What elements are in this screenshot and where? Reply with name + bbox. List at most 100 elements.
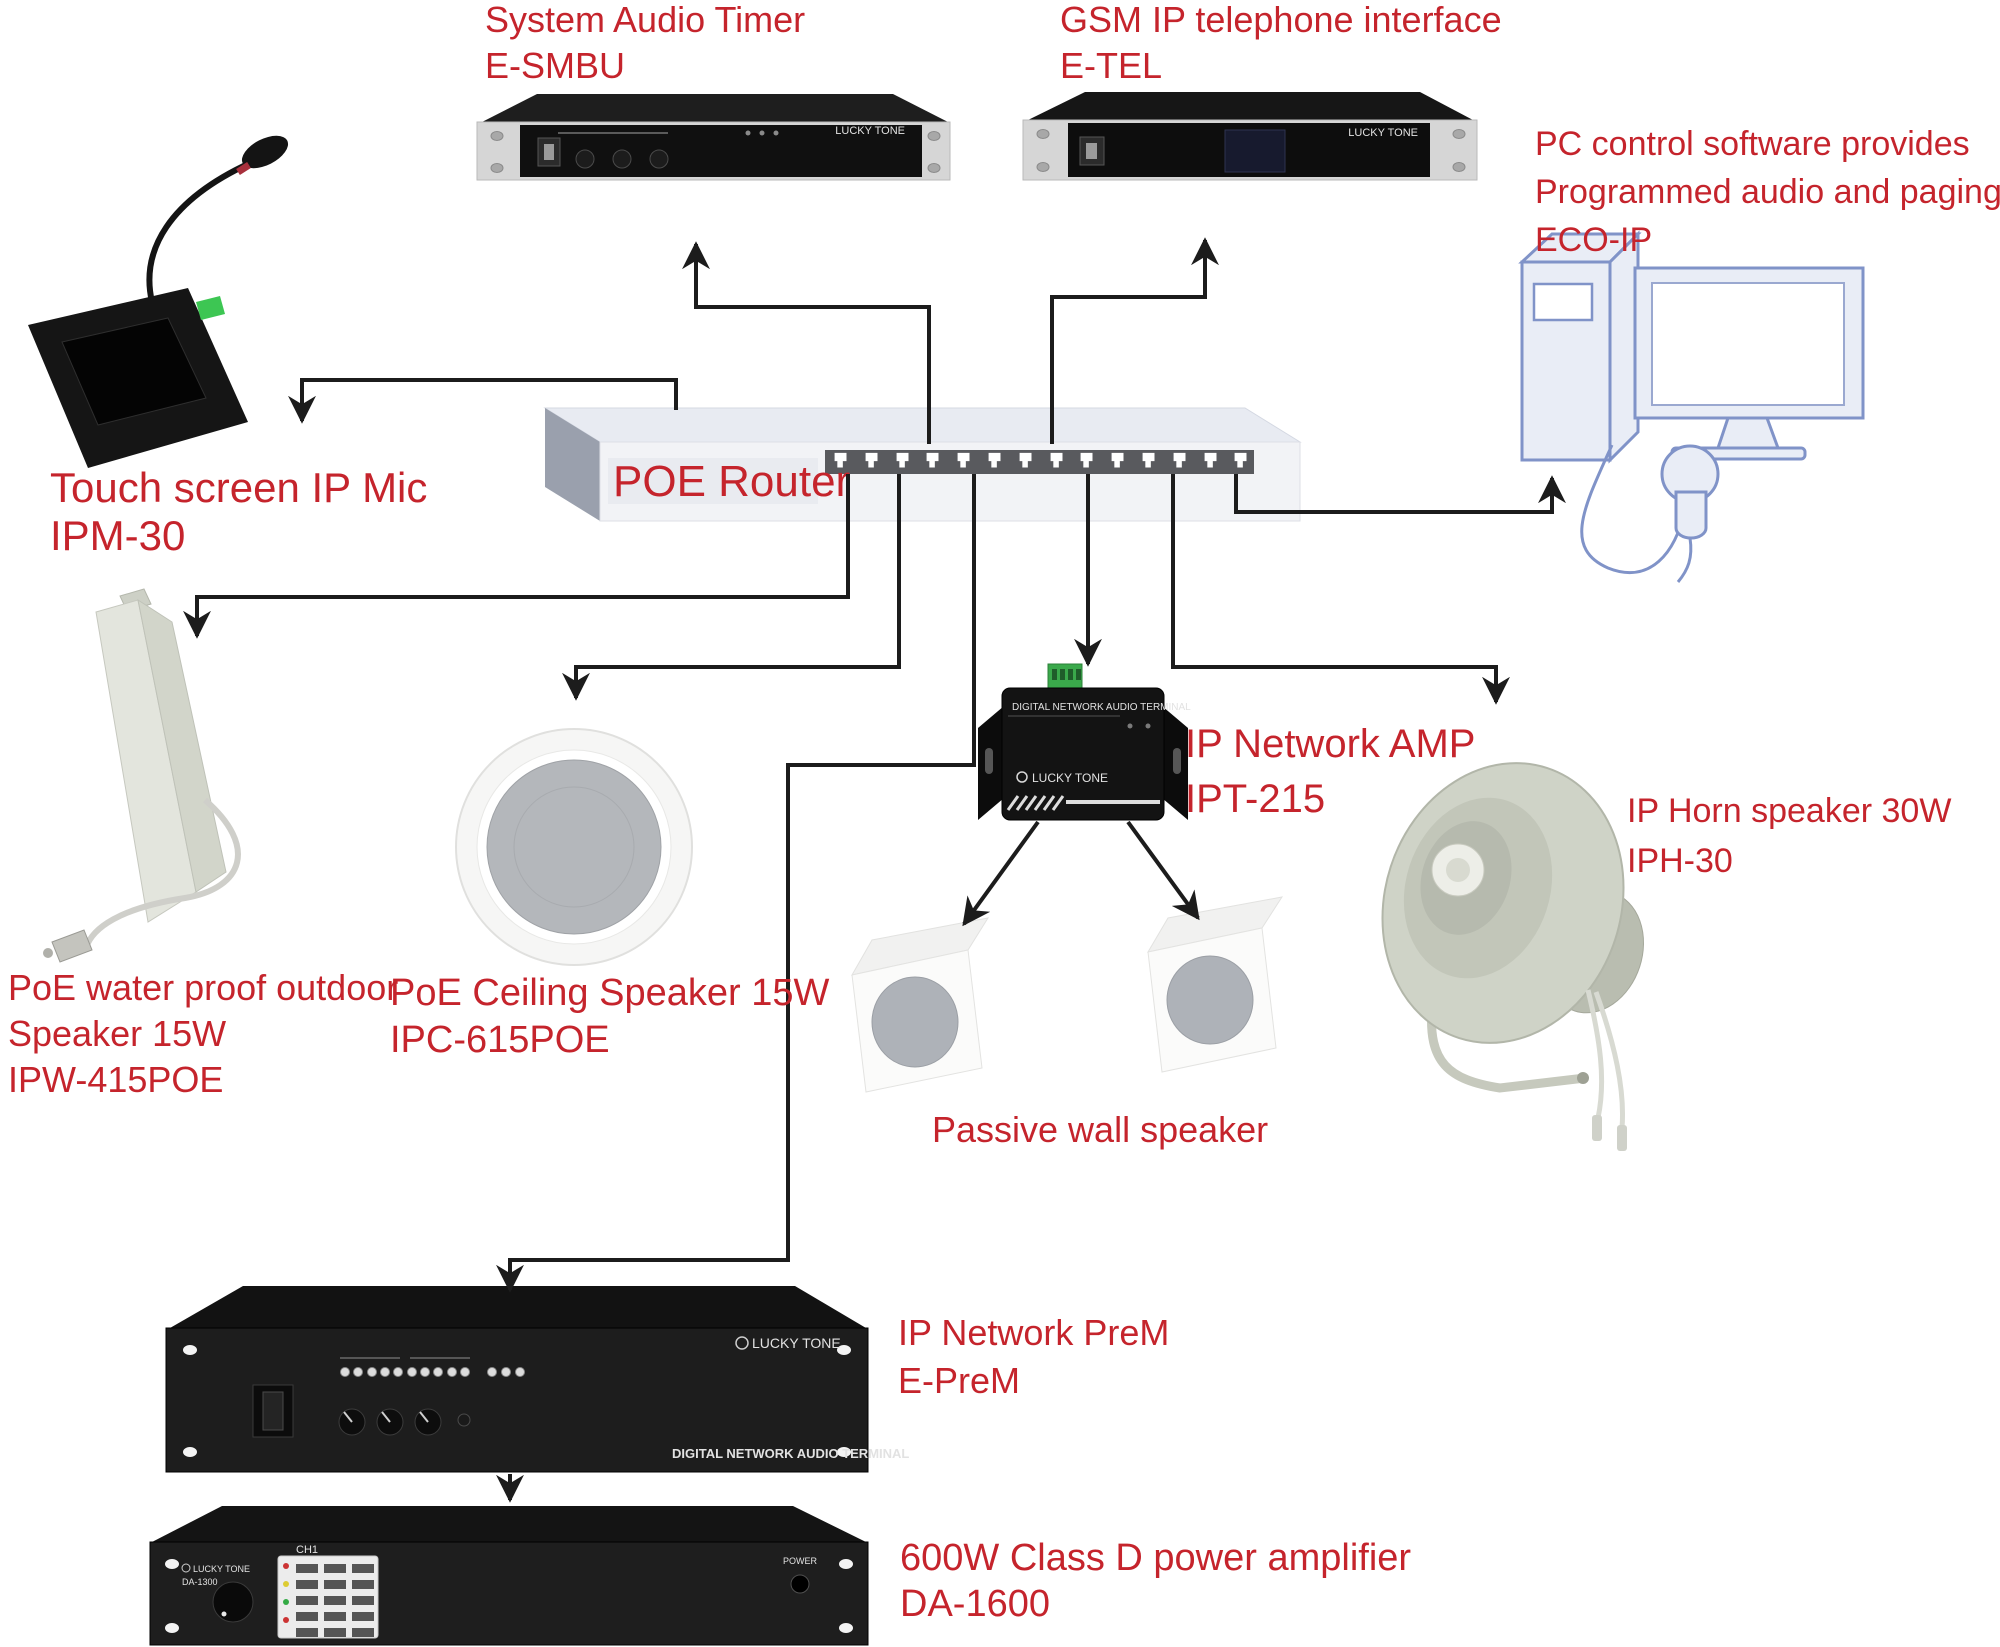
arrow-router-to-pc [1234, 474, 1566, 514]
brand-text: LUCKY TONE [193, 1564, 250, 1574]
svg-text:IP Network PreM: IP Network PreM [898, 1312, 1169, 1353]
cable-connector [1592, 1115, 1602, 1141]
arrow-router-to-outdoor-speaker [183, 474, 850, 639]
svg-text:GSM IP telephone interface: GSM IP telephone interface [1060, 0, 1502, 40]
vent-slots [296, 1564, 374, 1637]
brand-text: LUCKY TONE [835, 125, 905, 137]
horn-cable [1585, 989, 1605, 1119]
svg-text:Speaker 15W: Speaker 15W [8, 1013, 226, 1054]
router-top-face [543, 407, 1302, 443]
arrow-router-to-timer [682, 241, 931, 444]
svg-text:System Audio Timer: System Audio Timer [485, 0, 805, 40]
arrow-router-to-mic [288, 378, 678, 424]
connection-lines [183, 237, 1566, 1503]
device-wall-speaker-right [1146, 896, 1284, 1073]
svg-text:IPH-30: IPH-30 [1627, 842, 1733, 880]
arrow-router-to-prem [496, 474, 976, 1293]
label-pc-control: PC control software provides Programmed … [1535, 125, 2000, 259]
label-system-audio-timer: System Audio Timer E-SMBU [485, 0, 805, 86]
arrow-router-to-horn [1171, 474, 1510, 705]
label-plate [608, 458, 818, 504]
device-power-amp: LUCKY TONE DA-1300 CH1 POWER [149, 1506, 869, 1646]
rack-top-face [170, 1286, 866, 1328]
connector-tip [43, 948, 53, 958]
svg-text:IP Network AMP: IP Network AMP [1185, 722, 1475, 766]
label-network-prem: IP Network PreM E-PreM [898, 1312, 1169, 1401]
rack-faceplate [149, 1541, 869, 1646]
router-label: POE Router [613, 457, 850, 506]
rack-top-face [482, 94, 948, 122]
mic-red-band [236, 162, 251, 175]
svg-text:PC control software provides: PC control software provides [1535, 125, 1970, 163]
amp-body [1001, 687, 1165, 821]
device-ceiling-speaker [455, 728, 693, 966]
mic-capsule-icon [241, 135, 289, 169]
svg-text:IPT-215: IPT-215 [1185, 777, 1325, 821]
arrow-amp-to-left-wall-speaker [962, 820, 1040, 927]
label-wall-speaker: Passive wall speaker [932, 1109, 1268, 1150]
mouse-body [1674, 490, 1708, 540]
device-horn-speaker [1381, 762, 1645, 1151]
arrow-router-to-gsm [1050, 237, 1219, 444]
label-network-amp: IP Network AMP IPT-215 [1185, 722, 1475, 821]
label-outdoor-speaker: PoE water proof outdoor Speaker 15W IPW-… [8, 967, 398, 1100]
level-led-row [340, 1367, 525, 1377]
talk-button [196, 296, 225, 320]
arrow-amp-to-right-wall-speaker [1126, 820, 1200, 921]
channel-text: CH1 [296, 1544, 318, 1556]
svg-text:E-PreM: E-PreM [898, 1360, 1020, 1401]
svg-text:Touch screen IP Mic: Touch screen IP Mic [50, 464, 427, 511]
drive-bay [1532, 282, 1594, 322]
device-gsm-telephone-interface: LUCKY TONE [1022, 92, 1478, 181]
device-outdoor-speaker [43, 588, 241, 963]
rack-top-face [1028, 92, 1473, 120]
svg-text:IPM-30: IPM-30 [50, 512, 185, 559]
device-title-text: DIGITAL NETWORK AUDIO TERMINAL [1012, 702, 1191, 713]
device-title-text: DIGITAL NETWORK AUDIO TERMINAL [672, 1446, 909, 1461]
lcd-screen [1224, 129, 1286, 173]
knob-icon [649, 149, 669, 169]
speaker-mesh [1166, 955, 1254, 1045]
svg-text:DA-1600: DA-1600 [900, 1583, 1050, 1625]
svg-text:ECO-IP: ECO-IP [1535, 221, 1652, 259]
label-touch-mic: Touch screen IP Mic IPM-30 [50, 464, 427, 559]
horn-cable [1593, 991, 1625, 1129]
label-power-amp: 600W Class D power amplifier DA-1600 [900, 1537, 1411, 1625]
mesh-ring [513, 786, 635, 908]
label-horn-speaker: IP Horn speaker 30W IPH-30 [1627, 792, 1951, 880]
device-system-audio-timer: LUCKY TONE [476, 94, 951, 181]
brand-logo-icon [1016, 771, 1028, 783]
gain-knob [212, 1581, 254, 1623]
monitor-screen [1651, 282, 1845, 406]
mouse-cable-tail [1676, 537, 1693, 583]
device-network-prem: LUCKY TONE DIGITAL NETWORK AUDIO TERMINA… [165, 1286, 909, 1473]
brand-text: LUCKY TONE [1348, 127, 1418, 139]
cable-connector [1617, 1125, 1627, 1151]
svg-text:E-SMBU: E-SMBU [485, 45, 625, 86]
knob-icon [612, 149, 632, 169]
gooseneck [146, 160, 252, 303]
mouse-cable [1580, 444, 1686, 575]
device-network-amp: DIGITAL NETWORK AUDIO TERMINAL LUCKY TON… [978, 663, 1191, 821]
monitor-stand [1715, 416, 1781, 450]
model-text: DA-1300 [182, 1577, 218, 1587]
pc-workstation [1518, 230, 1865, 583]
speaker-cable [83, 797, 241, 950]
labels: System Audio Timer E-SMBU GSM IP telepho… [8, 0, 2000, 1625]
brand-logo-icon [735, 1336, 749, 1350]
svg-text:PoE Ceiling Speaker 15W: PoE Ceiling Speaker 15W [390, 972, 829, 1014]
speaker-mesh [486, 759, 662, 935]
power-button [790, 1574, 810, 1594]
device-poe-router: POE Router [543, 407, 1302, 522]
speaker-front-slab [137, 598, 227, 893]
svg-text:IPC-615POE: IPC-615POE [390, 1019, 610, 1061]
router-side-face [545, 408, 600, 521]
svg-text:Passive wall speaker: Passive wall speaker [932, 1109, 1268, 1150]
knob-icon [575, 149, 595, 169]
port-strip [825, 450, 1254, 474]
svg-text:PoE water proof outdoor: PoE water proof outdoor [8, 967, 398, 1008]
rack-top-face [152, 1506, 866, 1542]
brand-text: LUCKY TONE [752, 1335, 841, 1351]
cable-connector [51, 929, 93, 963]
